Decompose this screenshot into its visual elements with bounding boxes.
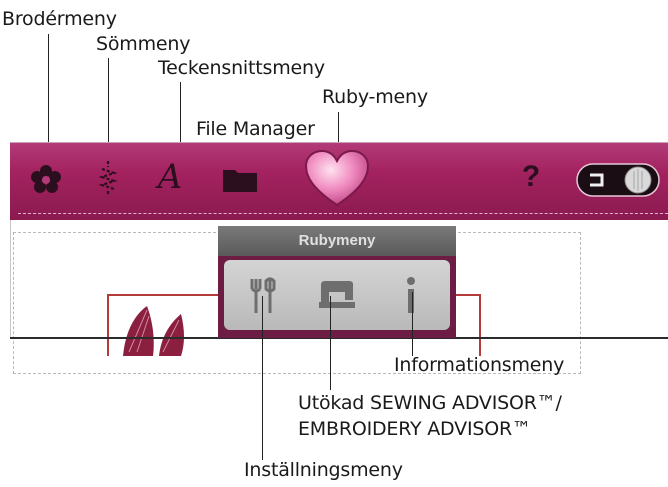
toolbar-stitch-divider [18,213,668,214]
leaf-design [123,306,184,356]
leader-embroidery [48,34,49,162]
sewing-advisor-icon [319,281,355,308]
leader-font [180,82,181,160]
callout-info-menu: Informationsmeny [394,354,565,376]
ruby-menu-title: Rubymeny [218,226,456,256]
callout-stitch-menu: Sömmeny [96,33,191,55]
callout-font-menu: Teckensnittsmeny [158,57,325,79]
ruby-menu-popup: Rubymeny [218,226,456,338]
mode-toggle[interactable] [576,163,660,197]
callout-embroidery-menu: Brodérmeny [2,8,117,30]
leader-info [412,292,413,356]
toolbar: A ? [10,142,668,221]
sewing-advisor-button[interactable] [302,264,372,326]
callout-advisor-line2: EMBROIDERY ADVISOR™ [298,418,531,440]
callout-ruby-menu: Ruby-meny [322,86,428,108]
leader-advisor [330,296,331,390]
flower-icon[interactable] [26,161,66,197]
leader-settings [262,296,263,460]
settings-menu-button[interactable] [228,264,298,326]
settings-icon [250,277,276,313]
leader-ruby [338,112,339,150]
ruby-menu-panel [224,260,450,330]
callout-file-manager: File Manager [196,118,315,140]
heart-icon[interactable] [302,147,372,211]
callout-settings-menu: Inställningsmeny [244,459,403,481]
help-icon[interactable]: ? [521,160,541,193]
callout-advisor-line1: Utökad SEWING ADVISOR™/ [298,392,562,414]
font-icon[interactable]: A [157,157,183,197]
info-menu-button[interactable] [376,264,446,326]
stitch-icon[interactable] [94,157,122,199]
leader-stitch [108,58,109,160]
info-icon [407,277,415,313]
workarea-bottom-edge [10,337,668,339]
folder-icon[interactable] [220,163,260,195]
